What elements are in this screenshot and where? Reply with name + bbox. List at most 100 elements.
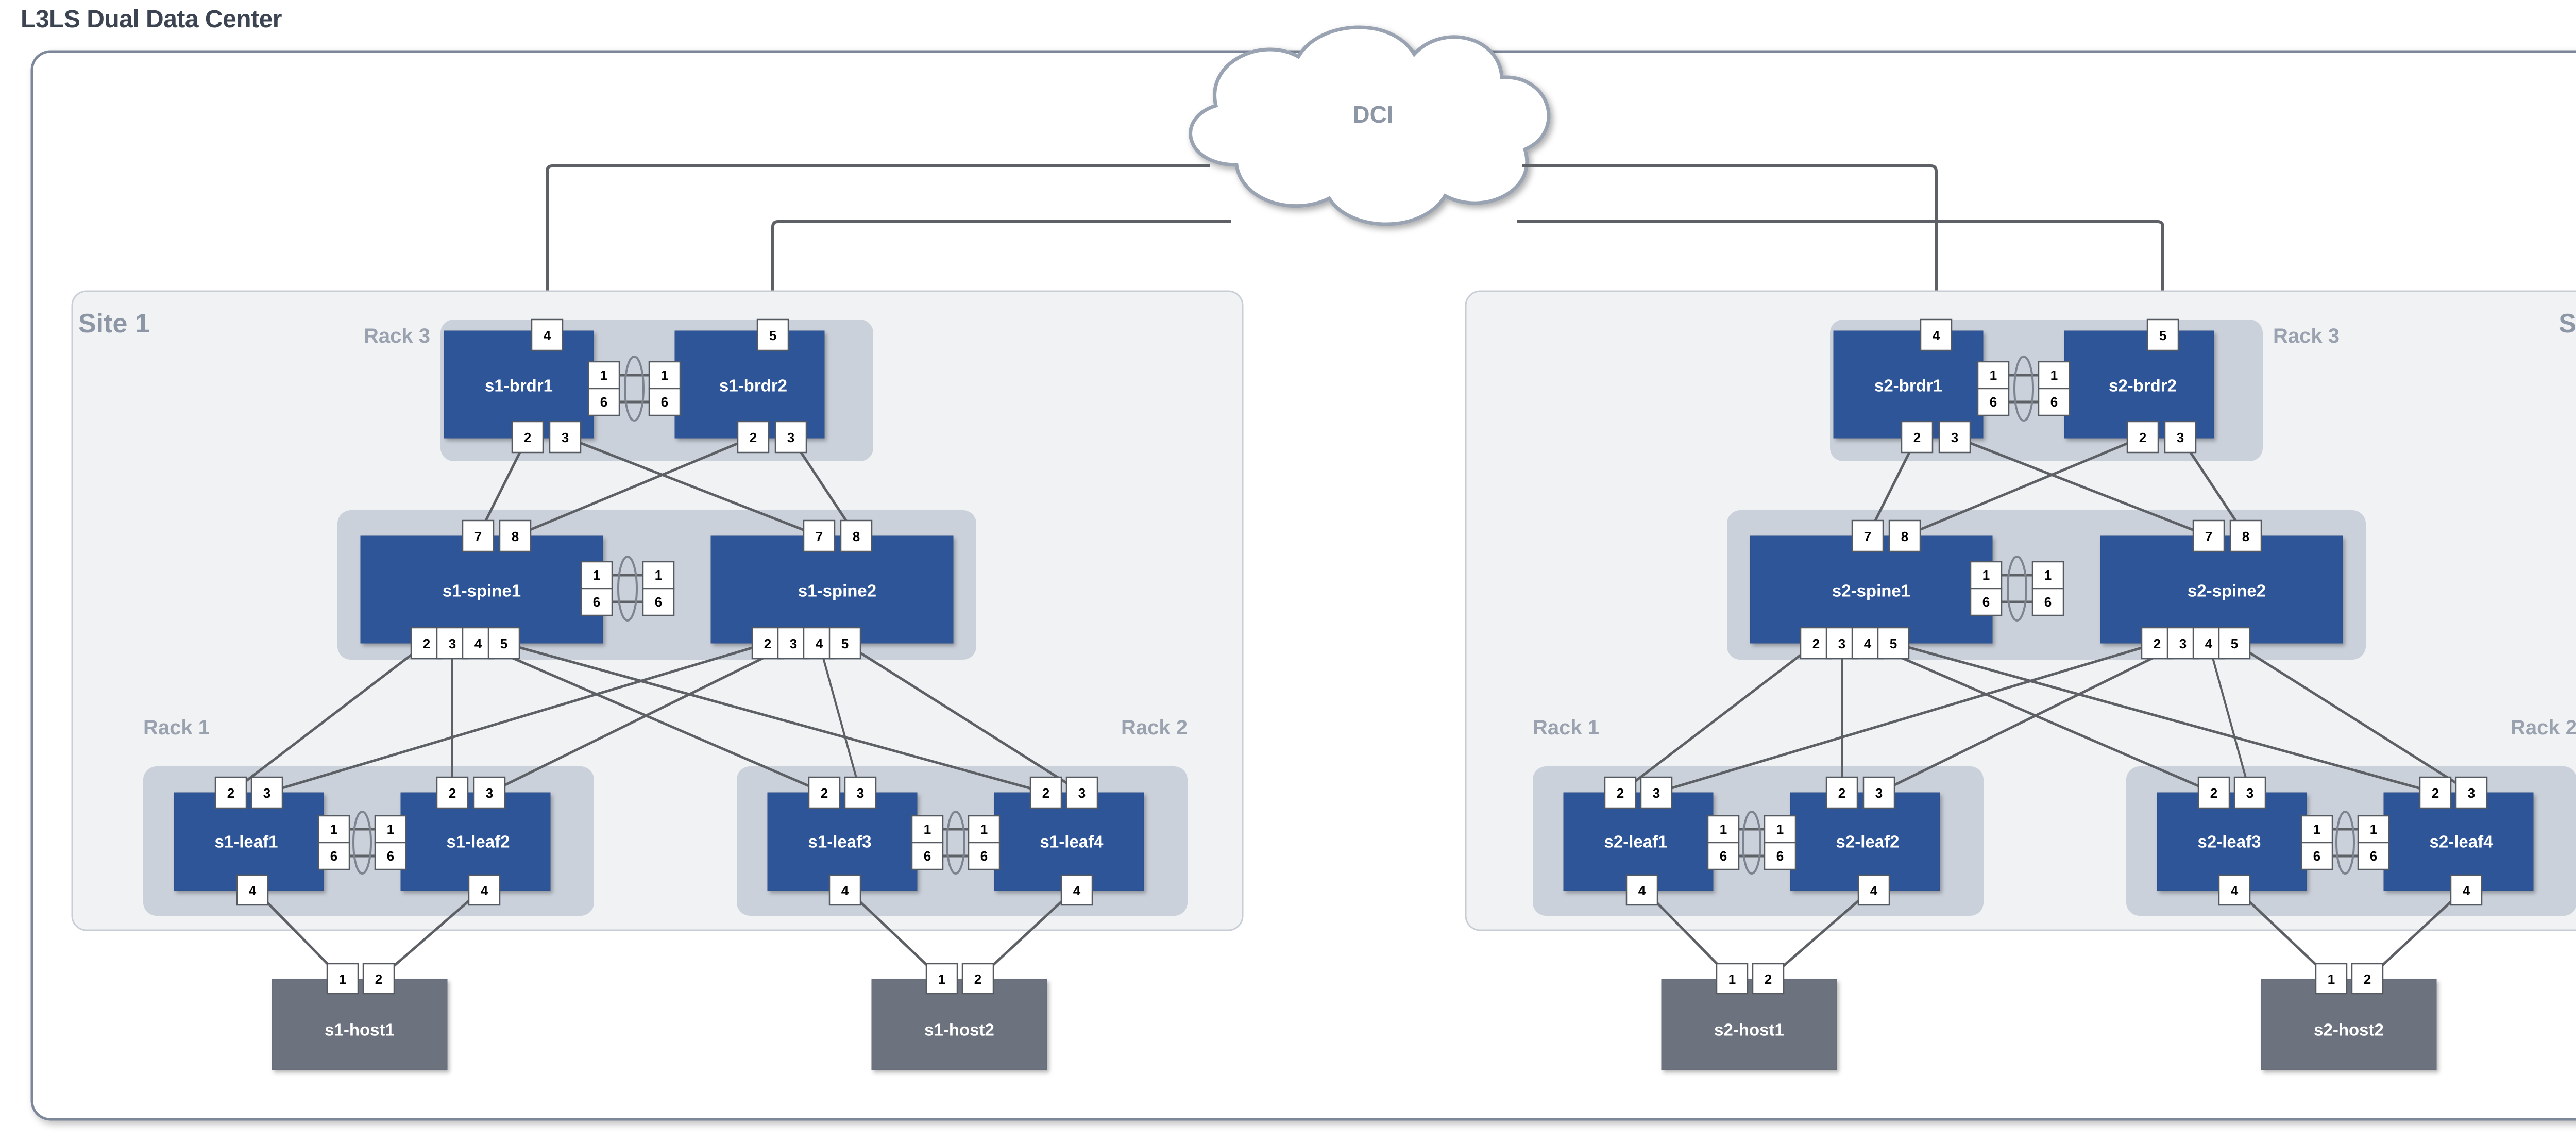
- port-s1-brdr1-3[interactable]: 3: [549, 421, 582, 454]
- port-s2-brdr1-2[interactable]: 2: [1901, 421, 1934, 454]
- port-s2-host1-1[interactable]: 1: [1716, 963, 1749, 995]
- device-s1-leaf4[interactable]: s1-leaf4 2 3 4 1: [968, 776, 1144, 906]
- device-body-s2-host2[interactable]: [2261, 979, 2437, 1070]
- port-s2-spine2-8[interactable]: 8: [2229, 519, 2262, 552]
- device-body-s2-brdr1[interactable]: [1833, 330, 1984, 439]
- device-body-s2-leaf1[interactable]: [1563, 792, 1714, 891]
- port-s2-brdr2-5[interactable]: 5: [2146, 318, 2179, 351]
- port-s2-leaf3-2[interactable]: 2: [2197, 776, 2230, 809]
- port-s2-leaf4-3[interactable]: 3: [2455, 776, 2488, 809]
- port-s2-leaf2-6[interactable]: 6: [1764, 842, 1797, 870]
- device-body-s2-spine1[interactable]: [1750, 535, 1993, 644]
- port-s1-brdr2-3[interactable]: 3: [774, 421, 807, 454]
- device-body-s2-spine2[interactable]: [2100, 535, 2343, 644]
- port-s1-spine2-6[interactable]: 6: [642, 588, 675, 616]
- device-body-s1-spine1[interactable]: [360, 535, 603, 644]
- port-s2-leaf3-1[interactable]: 1: [2300, 815, 2333, 844]
- port-s2-spine2-5[interactable]: 5: [2218, 627, 2251, 660]
- port-s2-host2-1[interactable]: 1: [2315, 963, 2348, 995]
- device-s1-spine1[interactable]: s1-spine1 7 8 2 3: [360, 519, 613, 660]
- device-s2-host2[interactable]: s2-host2 1 2: [2261, 963, 2437, 1070]
- port-s1-leaf1-3[interactable]: 3: [250, 776, 283, 809]
- port-s1-leaf4-6[interactable]: 6: [968, 842, 1001, 870]
- port-s1-brdr2-1[interactable]: 1: [648, 361, 681, 390]
- port-s2-leaf3-3[interactable]: 3: [2233, 776, 2266, 809]
- device-s2-leaf4[interactable]: s2-leaf4 2 3 4 1: [2357, 776, 2534, 906]
- port-s1-leaf3-4[interactable]: 4: [828, 874, 861, 906]
- device-s2-brdr2[interactable]: s2-brdr2 5 2 3 1: [2038, 318, 2214, 454]
- port-s1-spine1-1[interactable]: 1: [580, 561, 613, 590]
- port-s2-brdr2-1[interactable]: 1: [2038, 361, 2071, 390]
- port-s2-spine2-7[interactable]: 7: [2192, 519, 2225, 552]
- port-s1-leaf2-3[interactable]: 3: [473, 776, 506, 809]
- device-body-s2-leaf3[interactable]: [2157, 792, 2307, 891]
- port-s2-leaf1-1[interactable]: 1: [1707, 815, 1740, 844]
- port-s1-leaf1-4[interactable]: 4: [236, 874, 269, 906]
- port-s1-brdr2-5[interactable]: 5: [756, 318, 789, 351]
- device-s1-leaf1[interactable]: s1-leaf1 2 3 4 1: [174, 776, 350, 906]
- port-s1-spine2-1[interactable]: 1: [642, 561, 675, 590]
- port-s2-leaf4-1[interactable]: 1: [2357, 815, 2390, 844]
- port-s2-leaf2-2[interactable]: 2: [1825, 776, 1858, 809]
- port-s1-brdr2-2[interactable]: 2: [737, 421, 770, 454]
- device-body-s2-leaf4[interactable]: [2383, 792, 2534, 891]
- device-body-s1-leaf2[interactable]: [400, 792, 551, 891]
- port-s2-leaf4-2[interactable]: 2: [2419, 776, 2452, 809]
- device-s2-spine1[interactable]: s2-spine1 7 8 2 3: [1750, 519, 2003, 660]
- device-s1-host2[interactable]: s1-host2 1 2: [871, 963, 1047, 1070]
- port-s2-brdr2-3[interactable]: 3: [2164, 421, 2197, 454]
- device-body-s2-leaf2[interactable]: [1790, 792, 1940, 891]
- port-s1-leaf1-2[interactable]: 2: [214, 776, 247, 809]
- port-s2-leaf3-6[interactable]: 6: [2300, 842, 2333, 870]
- port-s2-spine1-8[interactable]: 8: [1888, 519, 1921, 552]
- device-s1-brdr1[interactable]: s1-brdr1 4 2 3 1: [444, 318, 620, 454]
- port-s2-brdr1-1[interactable]: 1: [1977, 361, 2010, 390]
- port-s1-leaf1-6[interactable]: 6: [317, 842, 350, 870]
- device-s2-leaf3[interactable]: s2-leaf3 2 3 4 1: [2157, 776, 2333, 906]
- port-s2-spine1-1[interactable]: 1: [1970, 561, 2003, 590]
- device-s1-leaf3[interactable]: s1-leaf3 2 3 4 1: [767, 776, 944, 906]
- port-s1-leaf2-2[interactable]: 2: [436, 776, 469, 809]
- port-s2-spine1-6[interactable]: 6: [1970, 588, 2003, 616]
- port-s2-leaf2-3[interactable]: 3: [1862, 776, 1895, 809]
- port-s1-spine1-6[interactable]: 6: [580, 588, 613, 616]
- port-s1-leaf3-3[interactable]: 3: [844, 776, 877, 809]
- port-s2-brdr1-3[interactable]: 3: [1938, 421, 1971, 454]
- device-s1-leaf2[interactable]: s1-leaf2 2 3 4 1: [374, 776, 551, 906]
- device-body-s2-host1[interactable]: [1661, 979, 1837, 1070]
- port-s1-leaf4-1[interactable]: 1: [968, 815, 1001, 844]
- port-s2-brdr1-4[interactable]: 4: [1920, 318, 1953, 351]
- port-s2-brdr1-6[interactable]: 6: [1977, 388, 2010, 416]
- port-s2-leaf3-4[interactable]: 4: [2218, 874, 2251, 906]
- device-s1-spine2[interactable]: s1-spine2 7 8 2 3: [642, 519, 954, 660]
- port-s1-spine1-7[interactable]: 7: [462, 519, 495, 552]
- device-body-s2-brdr2[interactable]: [2064, 330, 2214, 439]
- port-s1-leaf2-4[interactable]: 4: [468, 874, 501, 906]
- device-s2-leaf1[interactable]: s2-leaf1 2 3 4 1: [1563, 776, 1740, 906]
- device-s2-leaf2[interactable]: s2-leaf2 2 3 4 1: [1764, 776, 1940, 906]
- device-body-s1-leaf1[interactable]: [174, 792, 324, 891]
- device-s1-brdr2[interactable]: s1-brdr2 5 2 3 1: [648, 318, 825, 454]
- port-s2-leaf1-3[interactable]: 3: [1640, 776, 1673, 809]
- port-s1-brdr1-1[interactable]: 1: [587, 361, 620, 390]
- port-s1-host2-1[interactable]: 1: [925, 963, 958, 995]
- port-s2-spine2-6[interactable]: 6: [2031, 588, 2064, 616]
- port-s1-leaf4-2[interactable]: 2: [1029, 776, 1062, 809]
- port-s1-leaf3-1[interactable]: 1: [911, 815, 944, 844]
- device-s2-brdr1[interactable]: s2-brdr1 4 2 3 1: [1833, 318, 2010, 454]
- port-s1-leaf2-6[interactable]: 6: [374, 842, 407, 870]
- port-s1-leaf3-2[interactable]: 2: [808, 776, 841, 809]
- port-s1-leaf2-1[interactable]: 1: [374, 815, 407, 844]
- port-s2-leaf2-1[interactable]: 1: [1764, 815, 1797, 844]
- port-s2-leaf1-4[interactable]: 4: [1625, 874, 1658, 906]
- port-s1-spine2-7[interactable]: 7: [803, 519, 836, 552]
- port-s1-leaf4-4[interactable]: 4: [1060, 874, 1093, 906]
- port-s1-leaf1-1[interactable]: 1: [317, 815, 350, 844]
- port-s2-leaf1-6[interactable]: 6: [1707, 842, 1740, 870]
- device-s2-host1[interactable]: s2-host1 1 2: [1661, 963, 1837, 1070]
- port-s2-leaf4-6[interactable]: 6: [2357, 842, 2390, 870]
- port-s1-brdr1-4[interactable]: 4: [531, 318, 564, 351]
- port-s2-leaf4-4[interactable]: 4: [2450, 874, 2483, 906]
- port-s1-host1-1[interactable]: 1: [326, 963, 359, 995]
- port-s1-host1-2[interactable]: 2: [362, 963, 395, 995]
